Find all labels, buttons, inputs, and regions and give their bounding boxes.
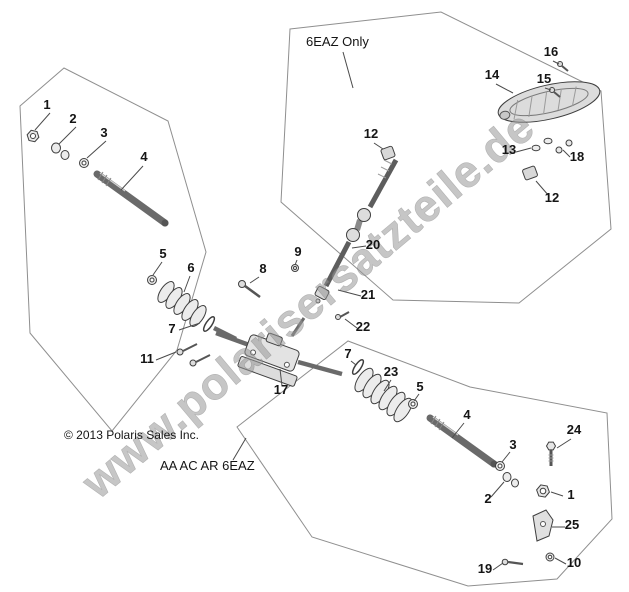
callout-18: 18 — [570, 149, 584, 164]
part-tie-rod-4-left — [93, 170, 169, 227]
callout-11: 11 — [140, 351, 154, 366]
part-hex-nut-1-left — [26, 129, 40, 143]
part-clamp-7-right — [351, 359, 365, 375]
callout-23: 23 — [384, 364, 398, 379]
callout-24: 24 — [567, 422, 582, 437]
part-nut-5-left — [147, 275, 157, 285]
callout-9: 9 — [294, 244, 301, 259]
part-washer-3-right — [495, 461, 505, 471]
callout-10: 10 — [567, 555, 581, 570]
callout-15: 15 — [537, 71, 551, 86]
callout-4-left: 4 — [140, 149, 148, 164]
part-pinch-bolt-22 — [335, 311, 350, 320]
callout-17: 17 — [274, 382, 288, 397]
label-6eaz-only: 6EAZ Only — [306, 34, 369, 49]
callout-25: 25 — [565, 517, 579, 532]
part-bushing-12-upper — [380, 145, 396, 161]
part-rack-assembly-17 — [212, 317, 343, 387]
callout-7-left: 7 — [168, 321, 175, 336]
leader-lines — [34, 60, 572, 571]
callout-1-right: 1 — [567, 487, 574, 502]
callouts: 1 2 3 4 5 6 7 8 9 11 17 12 20 21 22 7 23… — [43, 44, 584, 576]
callout-16: 16 — [544, 44, 558, 59]
region-6eaz-only — [280, 11, 612, 304]
callout-2-right: 2 — [484, 491, 491, 506]
callout-2-left: 2 — [69, 111, 76, 126]
part-hex-nut-1-right — [536, 484, 550, 498]
part-nut-5-right — [408, 399, 418, 409]
part-bellows-boot-6 — [157, 281, 207, 327]
callout-22: 22 — [356, 319, 370, 334]
parts — [26, 61, 601, 566]
callout-3-left: 3 — [100, 125, 107, 140]
part-clamp-7-left — [202, 316, 216, 332]
callout-5-left: 5 — [159, 246, 166, 261]
callout-19: 19 — [478, 561, 492, 576]
part-bushing-12-right — [522, 165, 538, 181]
part-washers-13 — [531, 137, 553, 152]
part-washer-10 — [545, 552, 555, 562]
label-copyright: © 2013 Polaris Sales Inc. — [64, 428, 199, 442]
callout-1-left: 1 — [43, 97, 50, 112]
part-steering-shaft-20 — [314, 158, 399, 304]
part-bellows-boot-23 — [354, 367, 413, 423]
label-aa-ac-ar-6eaz: AA AC AR 6EAZ — [160, 458, 255, 473]
callout-7-right: 7 — [344, 346, 351, 361]
region-aa-ac-ar-6eaz — [236, 340, 613, 587]
callout-3-right: 3 — [509, 437, 516, 452]
part-screw-16 — [557, 61, 569, 72]
part-jam-nuts-2-left — [51, 142, 70, 160]
part-nuts-18 — [555, 139, 573, 154]
part-bolt-24 — [545, 441, 557, 466]
callout-13: 13 — [502, 142, 516, 157]
region-left-group — [19, 67, 207, 432]
part-washer-9 — [291, 264, 299, 272]
labels: 6EAZ Only © 2013 Polaris Sales Inc. AA A… — [64, 34, 369, 473]
callout-4-right: 4 — [463, 407, 471, 422]
callout-20: 20 — [366, 237, 380, 252]
callout-21: 21 — [361, 287, 375, 302]
callout-6: 6 — [187, 260, 194, 275]
part-jam-nuts-2-right — [502, 472, 519, 488]
callout-5-right: 5 — [416, 379, 423, 394]
callout-12-upper: 12 — [364, 126, 378, 141]
part-washer-3-left — [79, 158, 89, 168]
callout-14: 14 — [485, 67, 500, 82]
part-bolt-8 — [238, 280, 261, 299]
part-cover-plate-14 — [497, 81, 601, 123]
callout-12-right: 12 — [545, 190, 559, 205]
part-bracket-25 — [532, 509, 554, 542]
callout-8: 8 — [259, 261, 266, 276]
part-screw-19 — [501, 558, 524, 566]
part-bolts-11 — [176, 343, 211, 367]
